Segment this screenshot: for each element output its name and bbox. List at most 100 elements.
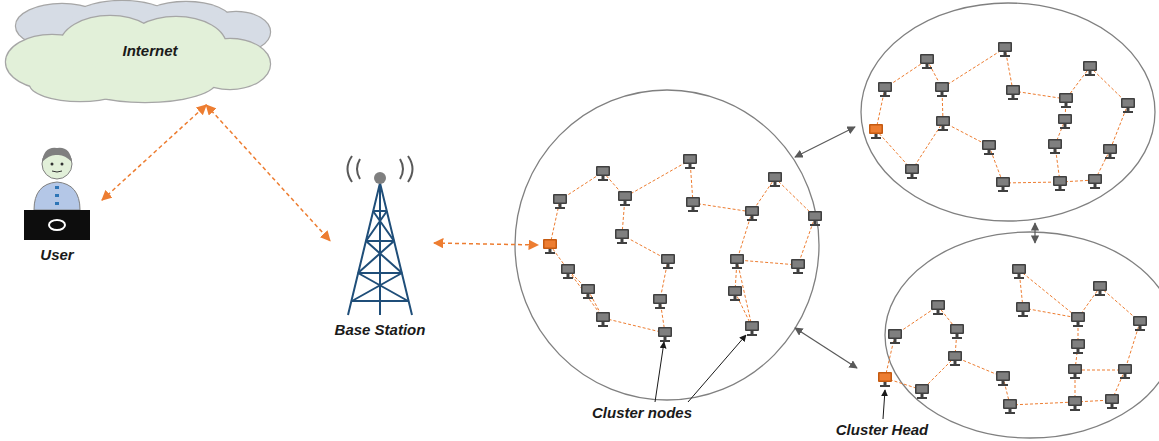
- monitor-base: [1105, 157, 1115, 159]
- monitor-screen: [933, 302, 944, 309]
- monitor-stand: [937, 310, 940, 313]
- monitor-frame: [996, 177, 1010, 187]
- monitor-stand: [1012, 95, 1015, 98]
- monitor-frame: [878, 372, 892, 382]
- cluster-circle: [885, 232, 1159, 438]
- cluster-node-icon: [683, 154, 697, 169]
- monitor-frame: [1071, 339, 1085, 349]
- monitor-base: [1135, 329, 1145, 331]
- monitor-screen: [555, 196, 566, 203]
- monitor-screen: [890, 331, 901, 338]
- monitor-frame: [658, 327, 672, 337]
- monitor-frame: [618, 191, 632, 201]
- drawing-part: [30, 67, 130, 101]
- drawing-part: [55, 202, 59, 205]
- monitor-base: [1000, 55, 1010, 57]
- cluster-node-icon: [553, 194, 567, 209]
- cloud-node: Internet: [0, 0, 275, 105]
- monitor-screen: [688, 199, 699, 206]
- monitor-base: [770, 185, 780, 187]
- monitor-base: [598, 179, 608, 181]
- monitor-stand: [1077, 349, 1080, 352]
- cluster-node-icon: [768, 172, 782, 187]
- dashed-link: [206, 105, 330, 241]
- node-label: Internet: [122, 42, 177, 60]
- monitor-frame: [982, 140, 996, 150]
- monitor-base: [810, 224, 820, 226]
- monitor-base: [984, 153, 994, 155]
- monitor-screen: [1005, 401, 1016, 408]
- cluster-node-icon: [915, 384, 929, 399]
- monitor-stand: [921, 394, 924, 397]
- monitor-base: [1073, 325, 1083, 327]
- monitor-screen: [917, 386, 928, 393]
- cluster-node-icon: [996, 371, 1010, 386]
- monitor-screen: [984, 142, 995, 149]
- monitor-screen: [880, 374, 891, 381]
- monitor-frame: [950, 324, 964, 334]
- cluster-head-icon: [543, 239, 557, 254]
- monitor-frame: [615, 229, 629, 239]
- monitor-screen: [655, 296, 666, 303]
- monitor-stand: [894, 339, 897, 342]
- monitor-screen: [1050, 141, 1061, 148]
- drawing-part: [61, 163, 64, 166]
- drawing-part: [49, 220, 65, 230]
- monitor-frame: [935, 82, 949, 92]
- drawing-part: [42, 148, 72, 162]
- cluster-node-icon: [658, 327, 672, 342]
- monitor-screen: [952, 326, 963, 333]
- monitor-screen: [880, 84, 891, 91]
- cluster-node-icon: [920, 54, 934, 69]
- monitor-frame: [936, 116, 950, 126]
- monitor-base: [1060, 127, 1070, 129]
- monitor-base: [660, 340, 670, 342]
- cluster-node-icon: [728, 286, 742, 301]
- cluster-link-arrow: [795, 328, 857, 368]
- cluster-node-icon: [1068, 396, 1082, 411]
- monitor-screen: [660, 329, 671, 336]
- monitor-screen: [1014, 266, 1025, 273]
- monitor-base: [598, 325, 608, 327]
- monitor-screen: [1055, 178, 1066, 185]
- monitor-base: [583, 297, 593, 299]
- monitor-stand: [621, 239, 624, 242]
- monitor-frame: [791, 259, 805, 269]
- monitor-screen: [598, 314, 609, 321]
- monitor-base: [907, 177, 917, 179]
- monitor-stand: [624, 201, 627, 204]
- cluster-network: [543, 42, 1147, 414]
- monitor-base: [1085, 74, 1095, 76]
- monitor-stand: [1004, 52, 1007, 55]
- monitor-screen: [998, 373, 1009, 380]
- monitor-frame: [745, 321, 759, 331]
- monitor-base: [1095, 294, 1105, 296]
- monitor-stand: [587, 294, 590, 297]
- monitor-stand: [1065, 103, 1068, 106]
- callout-label: Cluster Head: [836, 421, 929, 439]
- monitor-screen: [1135, 318, 1146, 325]
- cluster-node-icon: [948, 351, 962, 366]
- monitor-frame: [1088, 174, 1102, 184]
- cluster-node-icon: [1121, 98, 1135, 113]
- cluster-node-icon: [1006, 85, 1020, 100]
- monitor-screen: [732, 256, 743, 263]
- monitor-base: [732, 267, 742, 269]
- cluster-node-icon: [1003, 399, 1017, 414]
- monitor-stand: [736, 264, 739, 267]
- monitor-screen: [620, 193, 631, 200]
- monitor-stand: [884, 382, 887, 385]
- monitor-stand: [751, 216, 754, 219]
- monitor-base: [793, 272, 803, 274]
- monitor-frame: [1068, 364, 1082, 374]
- monitor-stand: [549, 249, 552, 252]
- monitor-frame: [768, 172, 782, 182]
- monitor-screen: [937, 84, 948, 91]
- dashed-link: [102, 105, 206, 200]
- cluster-node-icon: [808, 211, 822, 226]
- cluster-node-icon: [791, 259, 805, 274]
- monitor-frame: [1071, 312, 1085, 322]
- monitor-stand: [1089, 71, 1092, 74]
- monitor-base: [563, 277, 573, 279]
